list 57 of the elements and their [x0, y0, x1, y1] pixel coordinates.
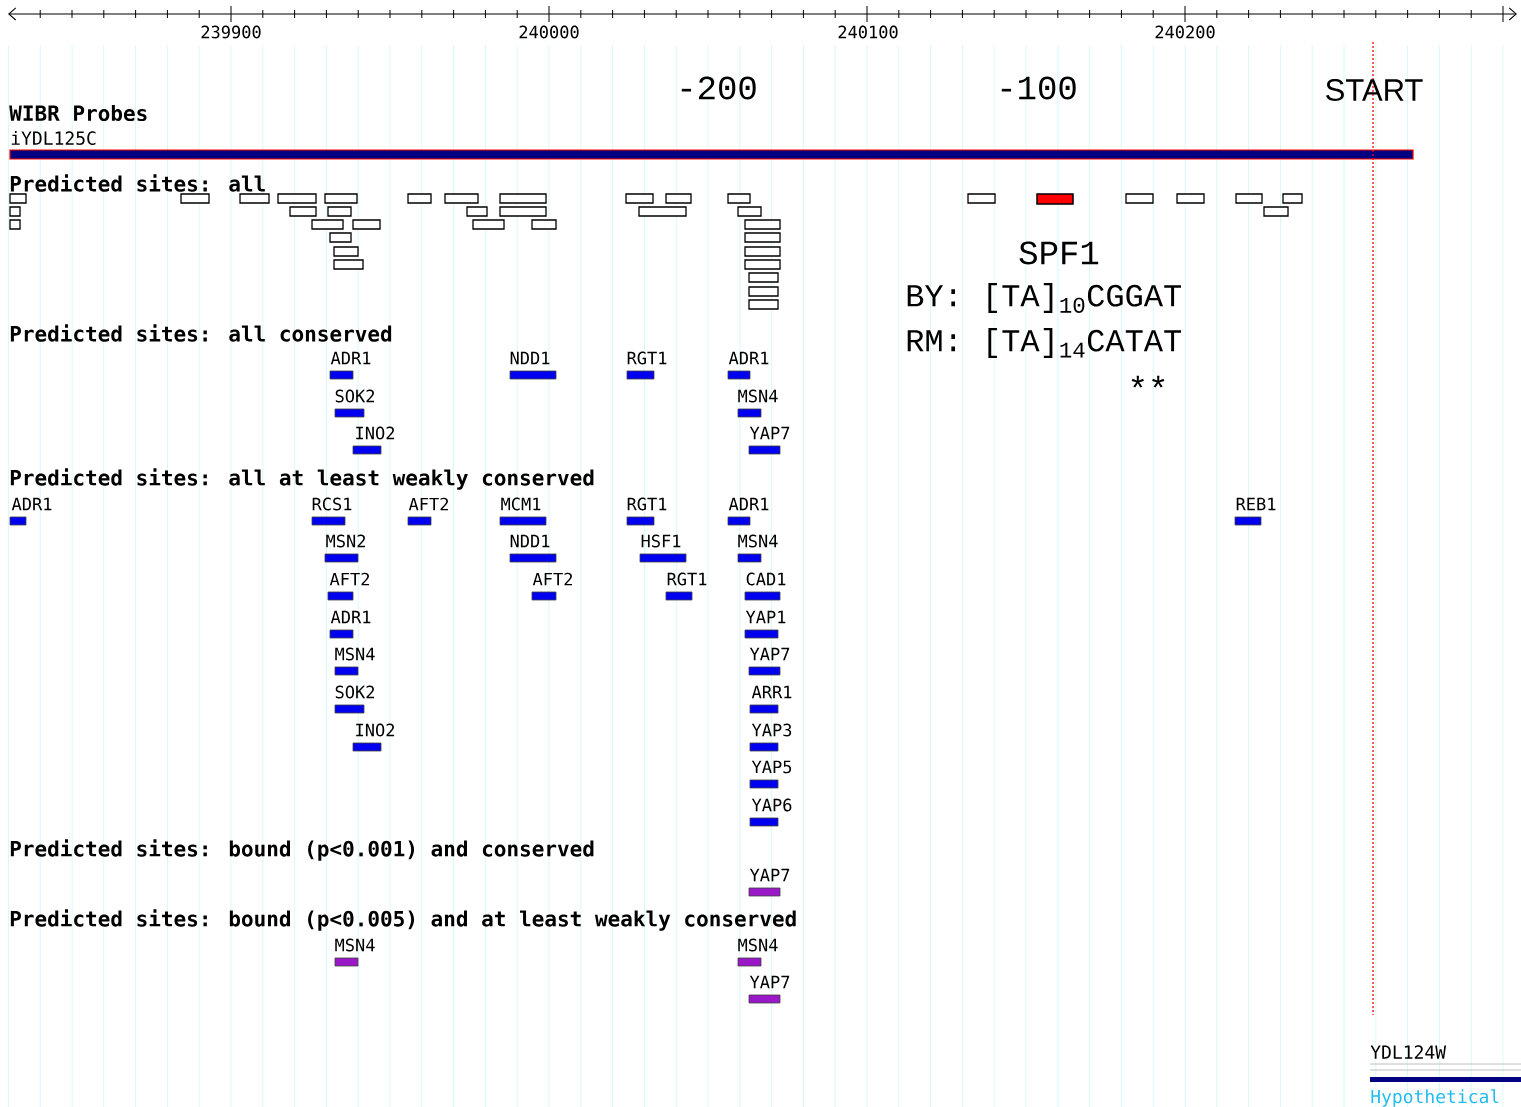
coordinate-label: 240000	[519, 25, 579, 39]
site-label: MSN4	[738, 389, 778, 403]
site-label: RGT1	[667, 572, 707, 586]
site-label: YAP7	[749, 426, 790, 440]
annotation-text: -200	[681, 76, 756, 100]
site-label: ADR1	[330, 351, 371, 365]
site-label: HSF1	[641, 534, 681, 548]
annotation-text: SPF1	[1019, 241, 1099, 265]
site-label: SOK2	[335, 389, 375, 403]
site-label: MSN4	[738, 534, 778, 548]
gene-name: YDL124W	[1370, 1045, 1447, 1059]
site-label: MSN4	[738, 938, 778, 952]
site-label: AFT2	[532, 572, 573, 586]
site-label: RCS1	[312, 497, 352, 511]
coordinate-label: 240200	[1155, 25, 1215, 39]
site-label: RGT1	[627, 497, 667, 511]
annotation-text: -100	[1001, 76, 1076, 100]
site-label: INO2	[356, 723, 395, 737]
site-label: ADR1	[728, 351, 769, 365]
site-label: YAP5	[751, 760, 792, 774]
site-label: SOK2	[335, 685, 375, 699]
site-label: AFT2	[408, 497, 449, 511]
start-label: START	[1326, 79, 1423, 101]
track-title: Predicted sites: all conserved	[10, 324, 392, 342]
site-label: YAP3	[751, 723, 792, 737]
site-label: MCM1	[501, 497, 541, 511]
track-title: Predicted sites: all	[10, 174, 265, 192]
site-label: RGT1	[627, 351, 667, 365]
site-label: MSN4	[335, 938, 375, 952]
sequence-text: BY: [TA]$_{10}$CGGAT	[907, 283, 1181, 313]
site-label: YAP6	[751, 798, 792, 812]
site-label: NDD1	[510, 534, 550, 548]
site-label: YAP1	[745, 610, 786, 624]
site-label: NDD1	[510, 351, 550, 365]
site-label: REB1	[1236, 497, 1276, 511]
site-label: YAP7	[749, 868, 790, 882]
site-label: MSN4	[335, 647, 375, 661]
gene-description: Hypothetical	[1371, 1089, 1499, 1107]
site-label: ADR1	[11, 497, 52, 511]
site-label: ADR1	[728, 497, 769, 511]
site-label: AFT2	[329, 572, 370, 586]
site-label: CAD1	[746, 572, 786, 586]
probe-name: iYDL125C	[11, 131, 96, 145]
site-label: YAP7	[749, 975, 790, 989]
coordinate-label: 239900	[201, 25, 261, 39]
track-title: Predicted sites: bound (p<0.005) and at least weakly conserved	[10, 909, 796, 931]
sequence-text: RM: [TA]$_{14}$CATAT	[907, 328, 1181, 358]
site-label: ARR1	[751, 685, 792, 699]
coordinate-label: 240100	[838, 25, 898, 39]
site-label: MSN2	[326, 534, 366, 548]
track-title: WIBR Probes	[9, 104, 147, 122]
site-label: INO2	[356, 426, 395, 440]
site-label: YAP7	[749, 647, 790, 661]
track-title: Predicted sites: all at least weakly conserved	[10, 468, 594, 490]
annotation-text: **	[1131, 375, 1165, 388]
site-label: ADR1	[330, 610, 371, 624]
track-title: Predicted sites: bound (p<0.001) and conserved	[10, 839, 594, 861]
